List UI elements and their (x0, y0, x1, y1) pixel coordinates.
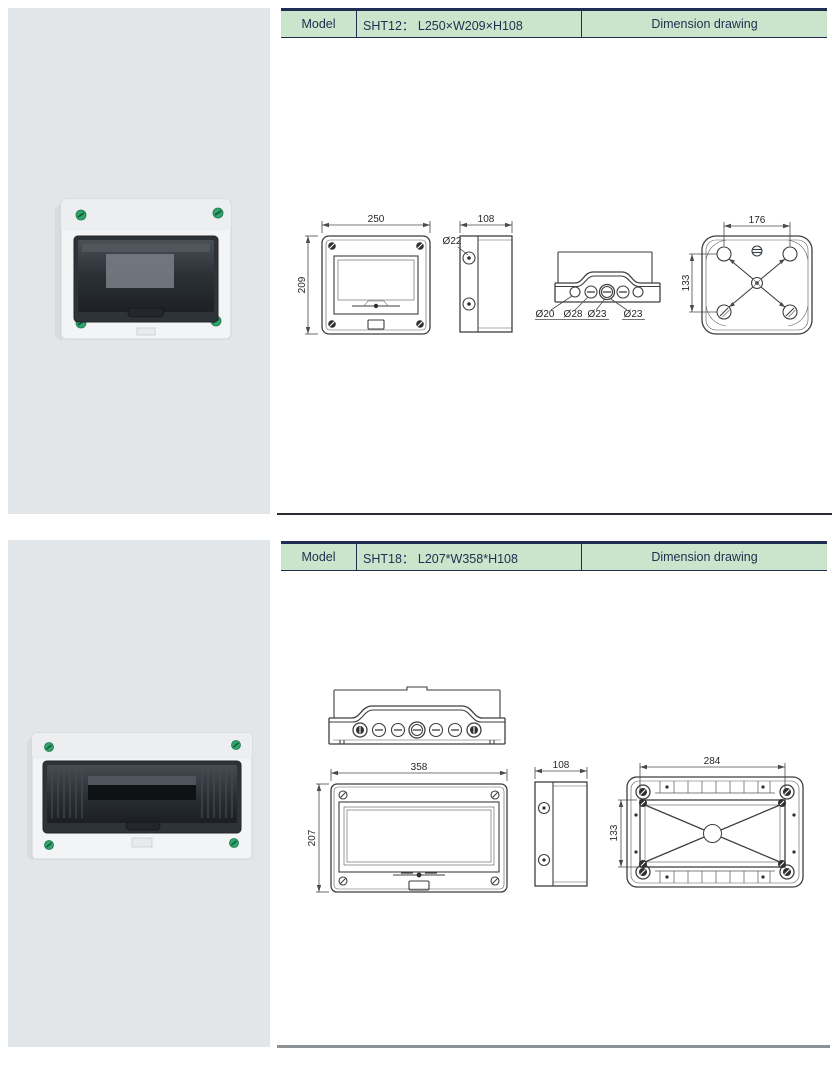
front-height-dim: 209 (297, 276, 308, 293)
side-knockout-dim: Ø22 (443, 236, 462, 247)
knockout-holes (569, 283, 644, 301)
product-photo-sht18 (27, 732, 253, 861)
section1-bottom-rule (277, 513, 832, 515)
knockout-dim-3: Ø23 (588, 309, 607, 320)
side-depth-dim: 108 (553, 760, 570, 771)
corner-screw-icons (338, 790, 500, 886)
model-value: SHT12： L250×W209×H108 (357, 11, 582, 37)
din-rail-ribs (51, 769, 233, 818)
product-photo-panel-sht12 (8, 8, 270, 514)
hatch-bands (655, 781, 775, 883)
edge-dots (634, 785, 796, 879)
sht18-top-view-drawing (328, 686, 506, 745)
spec-header-sht12: Model SHT12： L250×W209×H108 Dimension dr… (281, 8, 827, 38)
front-width-dim: 250 (368, 214, 385, 225)
back-width-dim: 176 (749, 215, 766, 226)
section2-bottom-rule (277, 1045, 830, 1048)
product-photo-panel-sht18 (8, 540, 270, 1047)
body-latch (136, 327, 156, 336)
model-label: Model (281, 544, 357, 570)
sht12-side-view-drawing: 108 Ø22 (443, 214, 513, 333)
front-height-dim: 207 (307, 829, 318, 846)
knockout-dim-4: Ø23 (624, 309, 643, 320)
back-height-dim: 133 (609, 824, 620, 841)
back-height-dim: 133 (681, 274, 692, 291)
green-corner-screws (44, 740, 241, 850)
sht12-front-view-drawing: 250 209 (297, 214, 431, 335)
dimension-drawing-label: Dimension drawing (651, 17, 758, 31)
frame-corner-fixings (639, 799, 786, 868)
sht18-front-view-drawing: 358 207 (307, 762, 508, 893)
sht18-back-view-drawing: 284 133 (609, 756, 804, 888)
knockout-dim-2: Ø28 (564, 309, 583, 320)
sht12-bottom-view-drawing: Ø20 Ø28 Ø23 Ø23 (535, 251, 661, 320)
side-depth-dim: 108 (478, 214, 495, 225)
sht12-back-view-drawing: 176 133 (681, 215, 813, 335)
spec-header-sht18: Model SHT18： L207*W358*H108 Dimension dr… (281, 541, 827, 571)
body-latch (131, 837, 153, 848)
dimension-drawing-label: Dimension drawing (651, 550, 758, 564)
corner-screw-icons (328, 242, 424, 328)
sht18-side-view-drawing: 108 (534, 760, 588, 887)
model-label: Model (281, 11, 357, 37)
front-width-dim: 358 (411, 762, 428, 773)
window-handle (127, 307, 165, 318)
knockout-dim-1: Ø20 (536, 309, 555, 320)
window-handle (125, 821, 161, 831)
product-photo-sht12 (55, 198, 232, 341)
model-value: SHT18： L207*W358*H108 (357, 544, 582, 570)
knockout-holes (352, 721, 482, 739)
back-width-dim: 284 (704, 756, 721, 767)
